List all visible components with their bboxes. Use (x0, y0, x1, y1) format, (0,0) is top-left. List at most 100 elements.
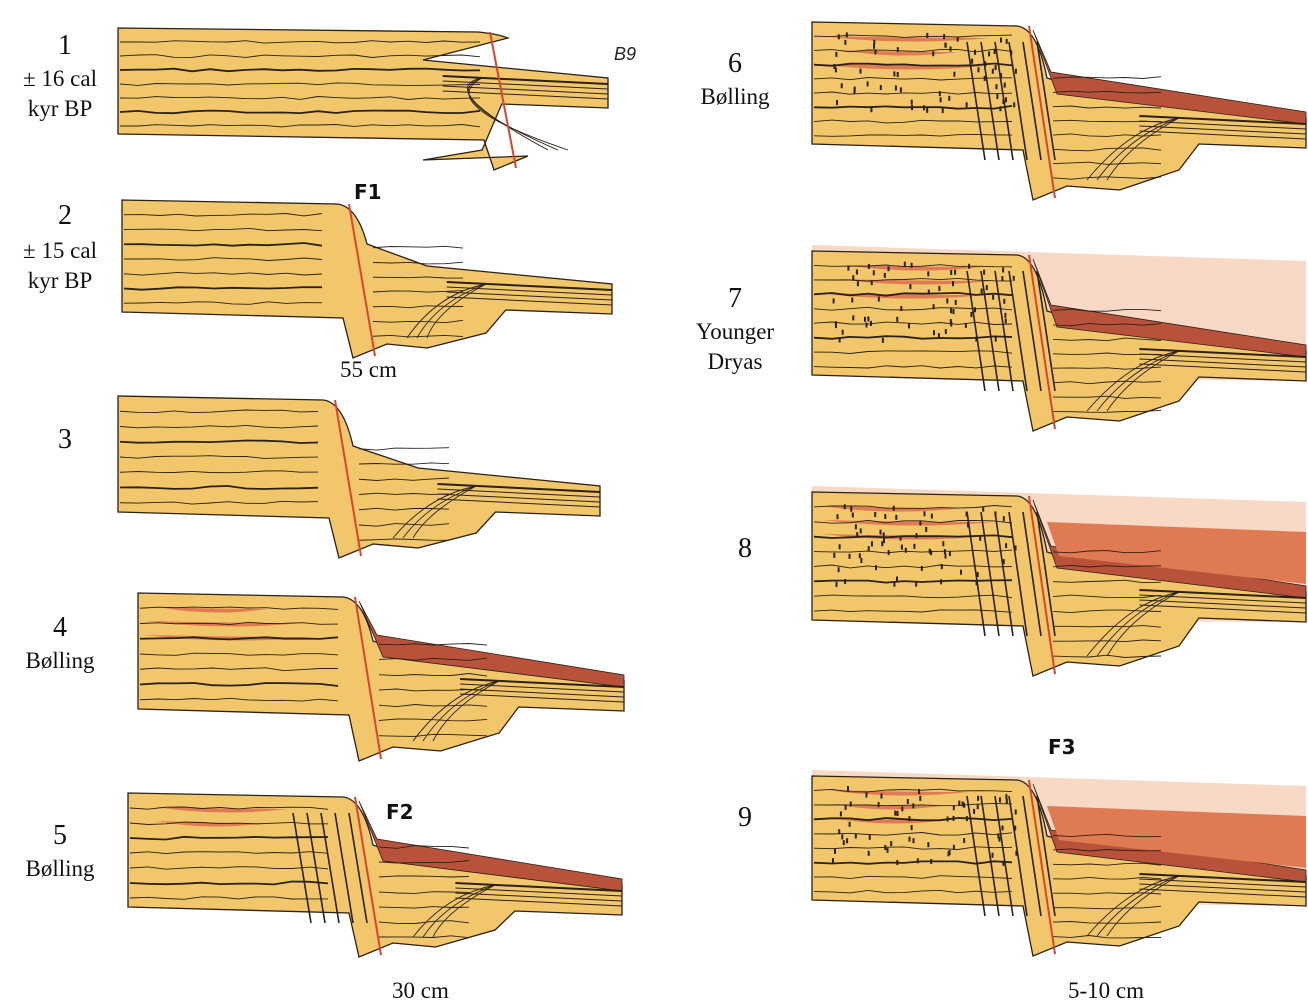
clast-mark (856, 270, 858, 275)
clast-mark (835, 323, 837, 328)
clast-mark (866, 323, 868, 328)
clast-mark (1015, 810, 1017, 815)
clast-mark (912, 803, 914, 808)
clast-mark (840, 811, 842, 816)
clast-mark (942, 108, 944, 113)
clast-mark (849, 554, 851, 559)
panel-2-caption-line2: kyr BP (5, 268, 115, 294)
clast-mark (907, 799, 909, 804)
clast-mark (873, 270, 875, 275)
clast-mark (878, 802, 880, 807)
clast-mark (901, 545, 903, 550)
panel-3-number: 3 (40, 424, 90, 456)
panel-9-number: 9 (715, 802, 775, 834)
clast-mark (897, 811, 899, 816)
clast-mark (945, 554, 947, 559)
panel-7-caption-line1: Younger (675, 319, 795, 345)
clast-mark (838, 34, 840, 39)
clast-mark (924, 511, 926, 516)
clast-mark (887, 848, 889, 853)
clast-mark (995, 65, 997, 70)
clast-mark (939, 91, 941, 96)
clast-mark (932, 51, 934, 56)
clast-mark (955, 300, 957, 305)
clast-mark (880, 530, 882, 535)
clast-mark (926, 33, 928, 38)
clast-mark (950, 270, 952, 275)
clast-mark (1002, 268, 1004, 273)
section-panel-3 (118, 388, 602, 580)
clast-mark (844, 579, 846, 584)
panel-1-caption-line1: ± 16 cal (5, 66, 115, 92)
clast-mark (836, 100, 838, 105)
clast-mark (859, 553, 861, 558)
clast-mark (943, 34, 945, 39)
clast-mark (1006, 799, 1008, 804)
clast-mark (844, 504, 846, 509)
panel-7-number: 7 (705, 283, 765, 315)
clast-mark (913, 838, 915, 843)
clast-mark (833, 553, 835, 558)
clast-mark (868, 264, 870, 269)
clast-mark (940, 97, 942, 102)
clast-mark (963, 838, 965, 843)
clast-mark (843, 840, 845, 845)
clast-mark (921, 566, 923, 571)
clast-mark (834, 849, 836, 854)
clast-mark (1014, 826, 1016, 831)
clast-mark (867, 81, 869, 86)
clast-mark (940, 579, 942, 584)
clast-mark (923, 105, 925, 110)
clast-mark (852, 275, 854, 280)
clast-mark (873, 44, 875, 49)
clast-mark (996, 84, 998, 89)
clast-mark (868, 851, 870, 856)
clast-mark (992, 295, 994, 300)
clast-mark (999, 797, 1001, 802)
clast-mark (960, 570, 962, 575)
clast-mark (967, 522, 969, 527)
measurement-panel-9: 5-10 cm (1068, 978, 1144, 1004)
clast-mark (897, 72, 899, 77)
clast-mark (948, 96, 950, 101)
clast-mark (837, 514, 839, 519)
clast-mark (1013, 102, 1015, 107)
clast-mark (890, 841, 892, 846)
clast-mark (1002, 99, 1004, 104)
panel-2-number: 2 (40, 200, 90, 232)
clast-mark (1006, 39, 1008, 44)
clast-mark (875, 565, 877, 570)
clast-mark (981, 289, 983, 294)
clast-mark (857, 281, 859, 286)
clast-mark (884, 514, 886, 519)
clast-mark (970, 312, 972, 317)
clast-mark (904, 262, 906, 267)
clast-mark (957, 37, 959, 42)
clast-mark (855, 524, 857, 529)
clast-mark (1000, 38, 1002, 43)
clast-mark (995, 511, 997, 516)
clast-mark (930, 550, 932, 555)
clast-mark (909, 837, 911, 842)
clast-mark (845, 805, 847, 810)
clast-mark (847, 786, 849, 791)
clast-mark (893, 582, 895, 587)
clast-mark (895, 86, 897, 91)
clast-mark (945, 329, 947, 334)
section-panel-6 (812, 12, 1308, 212)
clast-mark (953, 816, 955, 821)
clast-mark (1005, 543, 1007, 548)
clast-mark (938, 333, 940, 338)
clast-mark (847, 266, 849, 271)
section-panel-5 (128, 785, 624, 977)
panel-7-caption-line2: Dryas (675, 349, 795, 375)
clast-mark (947, 817, 949, 822)
clast-mark (881, 794, 883, 799)
clast-mark (954, 270, 956, 275)
clast-mark (944, 43, 946, 48)
clast-mark (882, 338, 884, 343)
clast-mark (836, 582, 838, 587)
clast-mark (870, 107, 872, 112)
clast-mark (978, 67, 980, 72)
clast-mark (1015, 851, 1017, 856)
